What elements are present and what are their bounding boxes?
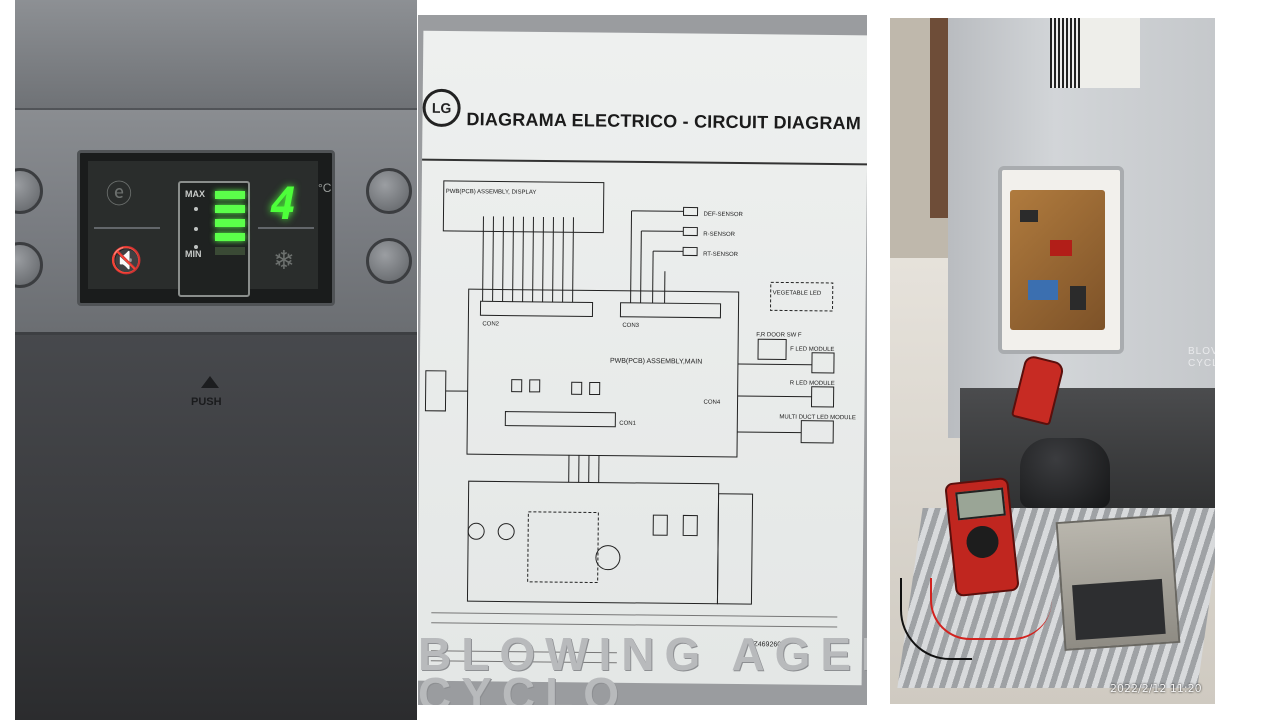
r-led-label: R LED MODULE bbox=[790, 381, 835, 387]
fridge-display-photo: ⓔ 🔇 MAX MIN 4 °C ❄ PUSH bbox=[15, 0, 417, 720]
multimeter-screen bbox=[955, 487, 1006, 521]
max-label: MAX bbox=[185, 189, 205, 199]
r-sensor-label: R-SENSOR bbox=[703, 232, 735, 238]
cyclo-text: CYCLO bbox=[418, 668, 629, 705]
main-pcb bbox=[1010, 190, 1105, 330]
degree-unit: °C bbox=[318, 181, 332, 195]
level-bar-off bbox=[215, 247, 245, 255]
min-label: MIN bbox=[185, 249, 202, 259]
fridge-top-panel bbox=[15, 0, 417, 108]
push-arrow-icon bbox=[201, 376, 219, 388]
right-round-button-lower bbox=[366, 238, 412, 284]
f-led-label: F LED MODULE bbox=[790, 347, 834, 353]
freeze-icon: ❄ bbox=[273, 245, 295, 275]
pcb-component bbox=[1070, 286, 1086, 310]
right-round-button-upper bbox=[366, 168, 412, 214]
temperature-digit: 4 bbox=[270, 179, 297, 230]
def-sensor-label: DEF-SENSOR bbox=[703, 212, 743, 218]
pwb-main-label: PWB(PCB) ASSEMBLY,MAIN bbox=[610, 358, 702, 366]
diagram-paper: LG DIAGRAMA ELECTRICO - CIRCUIT DIAGRAM bbox=[418, 30, 867, 686]
circuit-diagram-photo: LG DIAGRAMA ELECTRICO - CIRCUIT DIAGRAM bbox=[418, 15, 867, 705]
level-dot bbox=[194, 227, 198, 231]
fridge-side-text: BLOV CYCL bbox=[1188, 346, 1215, 370]
temperature-level-indicator: MAX MIN bbox=[178, 181, 250, 297]
part-number: MEZ4692603 bbox=[743, 641, 785, 648]
level-bar bbox=[215, 191, 245, 199]
vegetable-led-label: VEGETABLE LED bbox=[773, 290, 822, 297]
toolbox-interior bbox=[1072, 578, 1166, 641]
pcb-component bbox=[1050, 240, 1072, 256]
multimeter-dial bbox=[964, 524, 1001, 560]
door-frame bbox=[930, 18, 950, 218]
rt-sensor-label: RT-SENSOR bbox=[703, 252, 739, 258]
display-face: ⓔ 🔇 MAX MIN 4 °C ❄ bbox=[88, 161, 331, 297]
fr-door-label: F,R DOOR SW F bbox=[756, 332, 802, 338]
side-text-line-1: BLOV bbox=[1188, 346, 1215, 357]
right-divider bbox=[258, 227, 314, 229]
toolbox bbox=[1055, 514, 1181, 651]
con1-label: CON1 bbox=[619, 421, 636, 427]
pcb-component bbox=[1028, 280, 1058, 300]
pwb-display-label: PWB(PCB) ASSEMBLY, DISPLAY bbox=[446, 189, 537, 196]
side-text-line-2: CYCL bbox=[1188, 358, 1215, 369]
sound-off-icon: 🔇 bbox=[110, 245, 143, 275]
compressor bbox=[1020, 438, 1110, 508]
eco-icon: ⓔ bbox=[106, 179, 133, 209]
lg-logo-icon: LG bbox=[422, 88, 461, 128]
level-dot bbox=[194, 207, 198, 211]
con4-label: CON4 bbox=[704, 400, 721, 406]
circuit-schematic: PWB(PCB) ASSEMBLY, DISPLAY DEF-SENSOR R-… bbox=[424, 180, 856, 664]
pcb-component bbox=[1020, 210, 1038, 222]
diagram-title: DIAGRAMA ELECTRICO - CIRCUIT DIAGRAM bbox=[466, 109, 862, 134]
level-dot bbox=[194, 245, 198, 249]
con3-label: CON3 bbox=[622, 323, 639, 329]
level-bar bbox=[215, 219, 245, 227]
level-bar bbox=[215, 205, 245, 213]
photo-timestamp: 2022/2/12 11:20 bbox=[1110, 682, 1202, 695]
multi-duct-label: MULTI DUCT LED MODULE bbox=[779, 414, 856, 421]
control-display: ⓔ 🔇 MAX MIN 4 °C ❄ bbox=[77, 150, 335, 306]
blowing-agent-text: BLOWING AGENT bbox=[418, 628, 867, 680]
level-bar bbox=[215, 233, 245, 241]
left-divider bbox=[94, 227, 160, 229]
con2-label: CON2 bbox=[482, 321, 499, 327]
repair-photo: BLOV CYCL 2022/2/12 11:20 bbox=[890, 18, 1215, 704]
barcode-icon bbox=[1050, 18, 1080, 88]
push-label: PUSH bbox=[191, 396, 222, 408]
